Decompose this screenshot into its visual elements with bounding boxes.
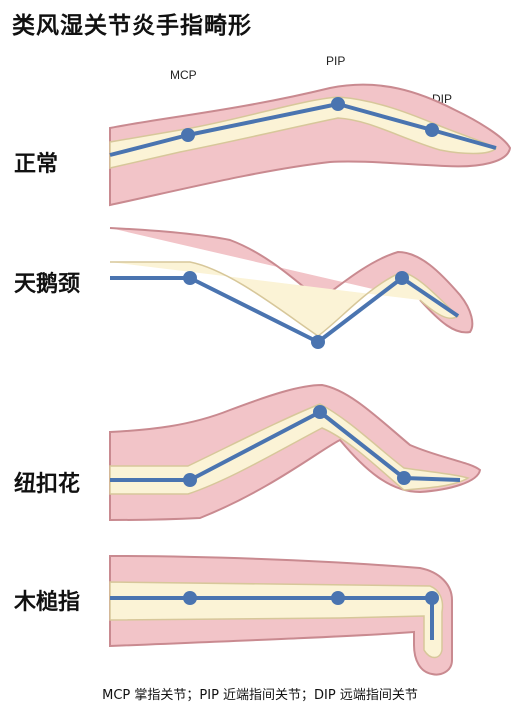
pip-label: PIP bbox=[326, 54, 346, 68]
finger-boutonniere bbox=[109, 383, 482, 522]
dip-joint bbox=[425, 123, 439, 137]
mcp-joint bbox=[183, 591, 197, 605]
pip-joint bbox=[313, 405, 327, 419]
row-label-swan-neck: 天鹅颈 bbox=[14, 272, 81, 297]
dip-joint bbox=[395, 271, 409, 285]
diagram-title: 类风湿关节炎手指畸形 bbox=[12, 13, 252, 39]
finger-swan-neck bbox=[109, 227, 474, 349]
mcp-joint bbox=[183, 271, 197, 285]
legend-caption: MCP 掌指关节；PIP 近端指间关节；DIP 远端指间关节 bbox=[102, 688, 418, 703]
row-label-mallet: 木槌指 bbox=[14, 590, 81, 615]
finger-bone bbox=[109, 403, 470, 495]
pip-joint bbox=[311, 335, 325, 349]
pip-joint bbox=[331, 97, 345, 111]
finger-skin bbox=[109, 383, 482, 522]
finger-normal bbox=[109, 83, 512, 207]
mcp-label: MCP bbox=[170, 68, 197, 82]
row-label-normal: 正常 bbox=[14, 152, 59, 177]
row-label-boutonniere: 纽扣花 bbox=[14, 472, 81, 497]
dip-joint bbox=[397, 471, 411, 485]
dip-joint bbox=[425, 591, 439, 605]
finger-mallet bbox=[109, 554, 453, 676]
finger-bone bbox=[110, 261, 460, 337]
mcp-joint bbox=[181, 128, 195, 142]
mcp-joint bbox=[183, 473, 197, 487]
pip-joint bbox=[331, 591, 345, 605]
